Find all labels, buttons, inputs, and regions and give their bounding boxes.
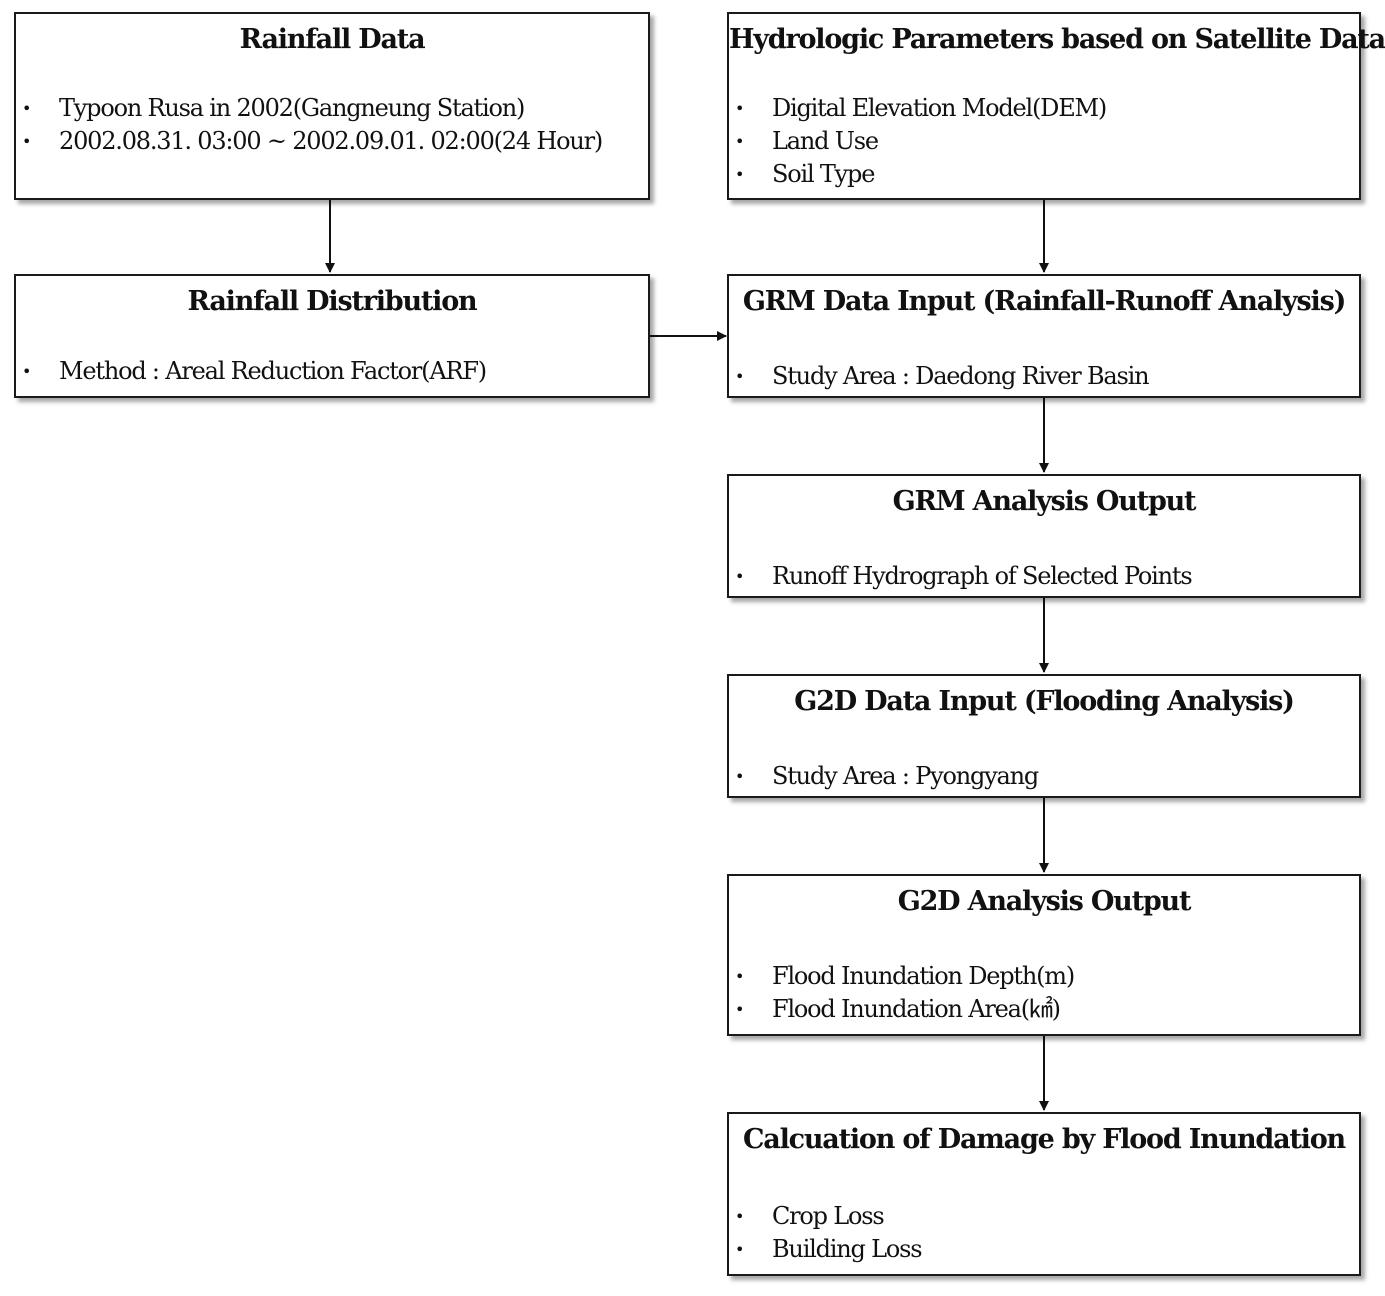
hydrologic-parameters-box: Hydrologic Parameters based on Satellite… — [727, 12, 1385, 200]
rainfall-distribution-item-1: Method : Areal Reduction Factor(ARF) — [16, 355, 648, 388]
grm-data-input-items: Study Area : Daedong River Basin — [729, 360, 1359, 393]
hydrologic-parameters-title: Hydrologic Parameters based on Satellite… — [729, 24, 1385, 55]
rainfall-distribution-items: Method : Areal Reduction Factor(ARF) — [16, 355, 648, 388]
rainfall-data-title: Rainfall Data — [239, 24, 426, 55]
rainfall-data-items: Typoon Rusa in 2002(Gangneung Station) 2… — [16, 92, 648, 158]
g2d-data-input-items: Study Area : Pyongyang — [729, 760, 1359, 793]
grm-data-input-title: GRM Data Input (Rainfall-Runoff Analysis… — [742, 286, 1347, 317]
grm-data-input-box: GRM Data Input (Rainfall-Runoff Analysis… — [727, 274, 1361, 398]
g2d-analysis-output-items: Flood Inundation Depth(m) Flood Inundati… — [729, 960, 1359, 1026]
damage-calculation-items: Crop Loss Building Loss — [729, 1200, 1359, 1266]
rainfall-data-item-1: Typoon Rusa in 2002(Gangneung Station) — [16, 92, 648, 125]
hydrologic-parameters-item-3: Soil Type — [729, 158, 1359, 191]
grm-data-input-item-1: Study Area : Daedong River Basin — [729, 360, 1359, 393]
damage-calculation-box: Calcuation of Damage by Flood Inundation… — [727, 1112, 1361, 1276]
damage-calculation-item-2: Building Loss — [729, 1233, 1359, 1266]
g2d-analysis-output-item-1: Flood Inundation Depth(m) — [729, 960, 1359, 993]
rainfall-data-item-2: 2002.08.31. 03:00 ~ 2002.09.01. 02:00(24… — [16, 125, 648, 158]
rainfall-data-box: Rainfall Data Typoon Rusa in 2002(Gangne… — [14, 12, 650, 200]
g2d-data-input-title: G2D Data Input (Flooding Analysis) — [794, 686, 1295, 717]
g2d-analysis-output-title: G2D Analysis Output — [897, 886, 1192, 917]
rainfall-distribution-box: Rainfall Distribution Method : Areal Red… — [14, 274, 650, 398]
hydrologic-parameters-item-1: Digital Elevation Model(DEM) — [729, 92, 1359, 125]
damage-calculation-title: Calcuation of Damage by Flood Inundation — [743, 1124, 1346, 1155]
hydrologic-parameters-item-2: Land Use — [729, 125, 1359, 158]
g2d-data-input-box: G2D Data Input (Flooding Analysis) Study… — [727, 674, 1361, 798]
grm-analysis-output-items: Runoff Hydrograph of Selected Points — [729, 560, 1359, 593]
rainfall-distribution-title: Rainfall Distribution — [187, 286, 478, 317]
damage-calculation-item-1: Crop Loss — [729, 1200, 1359, 1233]
g2d-analysis-output-box: G2D Analysis Output Flood Inundation Dep… — [727, 874, 1361, 1036]
grm-analysis-output-item-1: Runoff Hydrograph of Selected Points — [729, 560, 1359, 593]
g2d-data-input-item-1: Study Area : Pyongyang — [729, 760, 1359, 793]
g2d-analysis-output-item-2: Flood Inundation Area(㎢) — [729, 993, 1359, 1026]
grm-analysis-output-box: GRM Analysis Output Runoff Hydrograph of… — [727, 474, 1361, 598]
hydrologic-parameters-items: Digital Elevation Model(DEM) Land Use So… — [729, 92, 1359, 191]
grm-analysis-output-title: GRM Analysis Output — [892, 486, 1197, 517]
